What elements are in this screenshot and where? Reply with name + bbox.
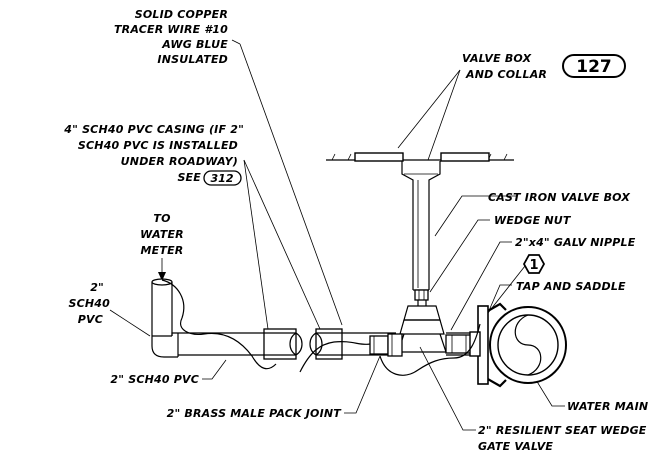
valve-box-collar bbox=[354, 152, 490, 162]
tracer-wire-label-line-3: AWG BLUE bbox=[161, 38, 228, 51]
to-water-meter-line-3: METER bbox=[141, 244, 184, 257]
pvc-casing bbox=[263, 328, 343, 360]
water-main-label: WATER MAIN bbox=[567, 400, 648, 413]
water-main bbox=[489, 306, 567, 384]
to-water-meter-line-2: WATER bbox=[140, 228, 184, 241]
cast-iron-valve-box-label: CAST IRON VALVE BOX bbox=[488, 191, 630, 204]
valve-box-label-line-2: AND COLLAR bbox=[465, 68, 547, 81]
galv-nipple bbox=[445, 334, 473, 354]
gate-valve-body bbox=[397, 300, 447, 353]
tap-ref-badge: 1 bbox=[522, 254, 546, 274]
valve-box-label-line-1: VALVE BOX bbox=[462, 52, 532, 65]
to-water-meter-line-1: TO bbox=[153, 212, 170, 225]
valve-box-ref-badge: 127 bbox=[562, 54, 626, 78]
gate-valve-label-line-1: 2" RESILIENT SEAT WEDGE bbox=[478, 424, 647, 437]
riser-label-line-2: SCH40 bbox=[68, 297, 110, 310]
cast-iron-valve-box bbox=[401, 161, 441, 291]
to-water-meter-label: TO WATER METER bbox=[140, 212, 184, 257]
service-pipe bbox=[178, 332, 470, 356]
tap-and-saddle-label: TAP AND SADDLE bbox=[516, 280, 626, 293]
casing-label-line-2: SCH40 PVC IS INSTALLED bbox=[78, 139, 238, 152]
wedge-nut bbox=[414, 289, 429, 301]
tracer-wire-label-line-2: TRACER WIRE #10 bbox=[114, 23, 228, 36]
casing-ref-badge: 312 bbox=[203, 170, 242, 186]
riser-pipe bbox=[151, 278, 179, 358]
casing-label-line-1: 4" SCH40 PVC CASING (IF 2" bbox=[63, 123, 244, 136]
tracer-wire-label-line-1: SOLID COPPER bbox=[135, 8, 228, 21]
tracer-wire-label-line-4: INSULATED bbox=[157, 53, 228, 66]
riser-label: 2" SCH40 PVC bbox=[68, 281, 110, 326]
casing-ref-number: 312 bbox=[211, 172, 234, 185]
pack-joint-label: 2" BRASS MALE PACK JOINT bbox=[167, 407, 343, 420]
valve-box-ref-number: 127 bbox=[576, 57, 612, 77]
tap-saddle bbox=[469, 302, 507, 388]
brass-pack-joint bbox=[369, 333, 403, 357]
tap-ref-number: 1 bbox=[529, 258, 538, 273]
casing-label: 4" SCH40 PVC CASING (IF 2" SCH40 PVC IS … bbox=[63, 123, 244, 184]
casing-see-text: SEE bbox=[177, 171, 201, 184]
tracer-wire-label: SOLID COPPER TRACER WIRE #10 AWG BLUE IN… bbox=[114, 8, 228, 66]
riser-label-line-3: PVC bbox=[78, 313, 103, 326]
riser-label-line-1: 2" bbox=[90, 281, 104, 294]
service-pipe-label: 2" SCH40 PVC bbox=[110, 373, 199, 386]
leader-lines bbox=[109, 39, 565, 431]
wedge-nut-label: WEDGE NUT bbox=[494, 214, 572, 227]
valve-box-label: VALVE BOX AND COLLAR bbox=[462, 52, 547, 81]
tracer-wire bbox=[161, 279, 481, 376]
gate-valve-label: 2" RESILIENT SEAT WEDGE GATE VALVE bbox=[478, 424, 647, 452]
gate-valve-label-line-2: GATE VALVE bbox=[478, 440, 553, 452]
casing-label-line-3: UNDER ROADWAY) bbox=[121, 155, 238, 168]
galv-nipple-label: 2"x4" GALV NIPPLE bbox=[515, 236, 636, 249]
